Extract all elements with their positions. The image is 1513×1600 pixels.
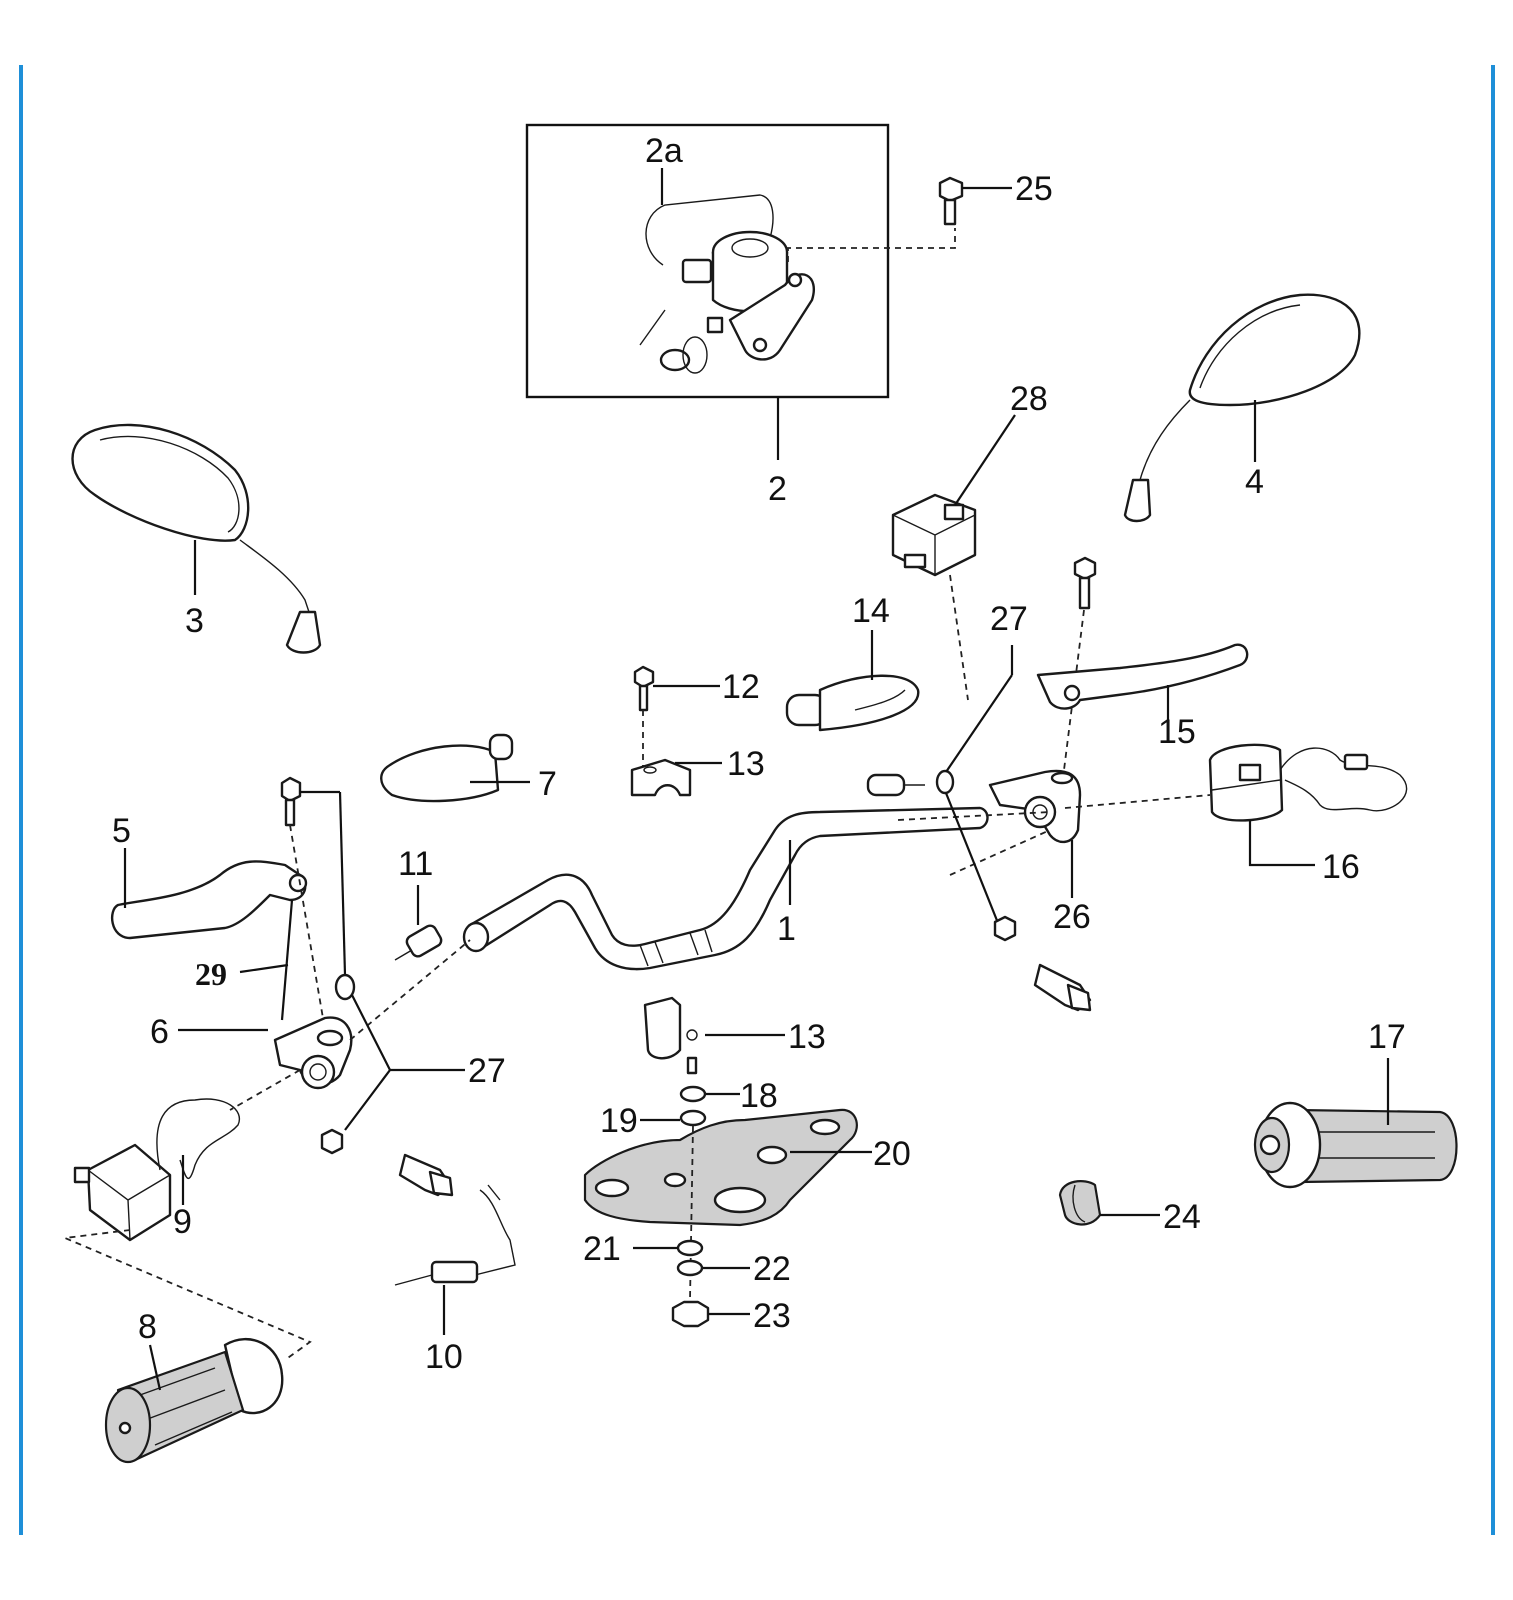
callout-14: 14 [852, 592, 890, 630]
bolt-27-left [398, 1153, 454, 1197]
clip-24 [1058, 1180, 1102, 1226]
bar-end-14 [785, 674, 920, 732]
dash-25 [787, 228, 956, 262]
leader-28 [954, 414, 1016, 506]
leader-27-left [344, 994, 465, 1131]
leader-27-left-vert [338, 791, 347, 976]
dash-6-lower [229, 1069, 301, 1111]
bolt-26-lower [1033, 963, 1092, 1012]
callout-18: 18 [740, 1077, 778, 1115]
dash-26 [897, 794, 1211, 876]
callout-29: 29 [195, 956, 227, 992]
callout-1: 1 [777, 910, 796, 948]
callout-8: 8 [138, 1308, 157, 1346]
callout-6: 6 [150, 1013, 169, 1051]
ignition-switch-assembly [525, 123, 890, 399]
callout-26: 26 [1053, 898, 1091, 936]
nut-23 [671, 1300, 710, 1328]
callout-22: 22 [753, 1250, 791, 1288]
callout-17: 17 [1368, 1018, 1406, 1056]
callout-7: 7 [538, 765, 557, 803]
nut-27-left [320, 1128, 344, 1155]
callout-27-left: 27 [468, 1052, 506, 1090]
brake-lever-15 [1036, 643, 1249, 710]
switch-housing-9 [73, 1098, 241, 1242]
callout-24: 24 [1163, 1198, 1201, 1236]
adjuster-screw-right [866, 773, 925, 797]
nut-26 [993, 915, 1017, 942]
washer-21 [676, 1239, 704, 1257]
washer-18 [679, 1085, 707, 1103]
callout-20: 20 [873, 1135, 911, 1173]
leader-16 [1248, 820, 1315, 867]
callout-4: 4 [1245, 463, 1264, 501]
adjuster-screw-11 [394, 924, 443, 961]
switch-block-28 [891, 493, 977, 577]
callout-5: 5 [112, 812, 131, 850]
callout-27-right: 27 [990, 600, 1028, 638]
leader-27-right-c [944, 792, 1002, 929]
dash-9 [61, 1229, 312, 1361]
screw-12 [633, 665, 655, 712]
handlebar [462, 806, 989, 971]
callout-19: 19 [600, 1102, 638, 1140]
mirror-right [1123, 293, 1361, 523]
washer-22 [676, 1259, 704, 1277]
clutch-lever-5 [110, 860, 308, 940]
bolt-25 [938, 176, 964, 226]
callout-11: 11 [398, 845, 433, 883]
bolt-lever-right [1073, 556, 1097, 610]
callout-12: 12 [722, 668, 760, 706]
grip-right-17 [1253, 1101, 1458, 1189]
callout-23: 23 [753, 1297, 791, 1335]
callout-21: 21 [583, 1230, 621, 1268]
leader-8 [148, 1344, 162, 1391]
plate-20 [583, 1108, 858, 1227]
clamp-13-lower [643, 996, 698, 1075]
washer-27-left [334, 973, 356, 1001]
bolt-lever-left [280, 776, 302, 827]
callout-25: 25 [1015, 170, 1053, 208]
bar-end-7 [380, 733, 514, 803]
leader-29 [280, 899, 294, 1021]
grip-left-8 [104, 1337, 284, 1464]
callout-10: 10 [425, 1338, 463, 1376]
lever-holder-26 [988, 769, 1082, 844]
washer-27-right [935, 769, 955, 795]
callout-3: 3 [185, 602, 204, 640]
leader-27-right-b [945, 674, 1013, 773]
callout-13-upper: 13 [727, 745, 765, 783]
mirror-left [71, 423, 322, 654]
callout-13-lower: 13 [788, 1018, 826, 1056]
dash-6 [349, 939, 471, 1041]
callout-9: 9 [173, 1203, 192, 1241]
lever-holder-6 [273, 1016, 353, 1090]
dash-lever-left [289, 824, 326, 1031]
callout-15: 15 [1158, 713, 1196, 751]
callout-2: 2 [768, 470, 787, 508]
switch-housing-16 [1208, 743, 1408, 822]
clamp-13-upper [630, 758, 692, 797]
leader-29-label [239, 963, 289, 974]
washer-19 [679, 1109, 707, 1127]
dash-28 [949, 574, 969, 701]
brake-switch-10 [394, 1184, 516, 1286]
callout-28: 28 [1010, 380, 1048, 418]
callout-16: 16 [1322, 848, 1360, 886]
callout-2a: 2a [645, 132, 683, 170]
